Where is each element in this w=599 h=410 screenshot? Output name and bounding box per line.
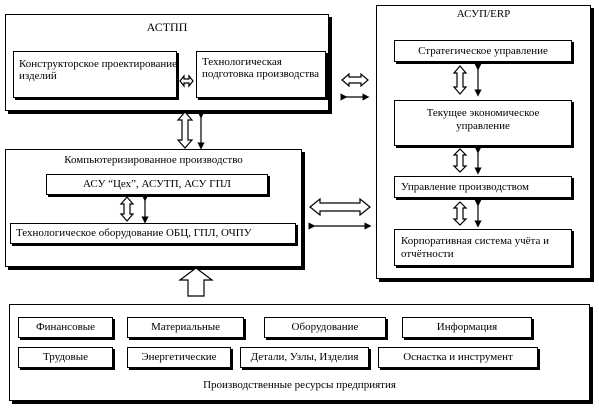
- resources-up-arrow: [178, 267, 214, 297]
- resource-information-label: Информация: [436, 321, 498, 333]
- resource-parts-label: Детали, Узлы, Изделия: [250, 351, 359, 363]
- cim-block: [5, 149, 302, 267]
- asup-title: АСУП/ERP: [456, 8, 511, 20]
- production-mgmt-label: Управление производством: [401, 181, 529, 193]
- resource-equipment: Оборудование: [264, 317, 386, 338]
- resource-parts: Детали, Узлы, Изделия: [240, 347, 369, 368]
- astpp-title: АСТПП: [146, 20, 188, 34]
- tech-prep-label: Технологическая подготовка производства: [202, 56, 320, 80]
- accounting-label: Корпоративная система учёта и отчётности: [401, 235, 549, 260]
- design-box: Конструкторское проектирование изделий: [13, 51, 177, 98]
- resource-financial: Финансовые: [18, 317, 113, 338]
- production-mgmt-box: Управление производством: [394, 176, 572, 198]
- asu-label: АСУ “Цех”, АСУТП, АСУ ГПЛ: [82, 178, 231, 190]
- economic-label: Текущее экономическое управление: [426, 107, 540, 132]
- asu-box: АСУ “Цех”, АСУТП, АСУ ГПЛ: [46, 174, 268, 195]
- cim-title: Компьютеризированное производство: [64, 154, 243, 166]
- equipment-box: Технологическое оборудование ОБЦ, ГПЛ, О…: [10, 223, 296, 244]
- resource-tooling-label: Оснастка и инструмент: [403, 351, 513, 363]
- resource-equipment-label: Оборудование: [291, 321, 359, 333]
- resources-title: Производственные ресурсы предприятия: [203, 379, 396, 391]
- resource-material: Материальные: [127, 317, 244, 338]
- resource-tooling: Оснастка и инструмент: [378, 347, 538, 368]
- cim-asup-double-arrow: [309, 197, 371, 217]
- resource-information: Информация: [402, 317, 532, 338]
- astpp-cim-double-arrow: [176, 111, 194, 149]
- equipment-label: Технологическое оборудование ОБЦ, ГПЛ, О…: [16, 227, 252, 239]
- accounting-box: Корпоративная система учёта и отчётности: [394, 229, 572, 266]
- tech-prep-box: Технологическая подготовка производства: [196, 51, 326, 98]
- resource-labor-label: Трудовые: [42, 351, 89, 363]
- strategic-label: Стратегическое управление: [418, 45, 548, 57]
- resource-financial-label: Финансовые: [35, 321, 96, 333]
- resource-energy-label: Энергетические: [141, 351, 217, 363]
- design-label: Конструкторское проектирование изделий: [19, 58, 178, 82]
- economic-box: Текущее экономическое управление: [394, 100, 572, 146]
- strategic-box: Стратегическое управление: [394, 40, 572, 62]
- astpp-asup-double-arrow: [341, 72, 369, 88]
- resource-labor: Трудовые: [18, 347, 113, 368]
- resource-energy: Энергетические: [127, 347, 231, 368]
- resource-material-label: Материальные: [150, 321, 221, 333]
